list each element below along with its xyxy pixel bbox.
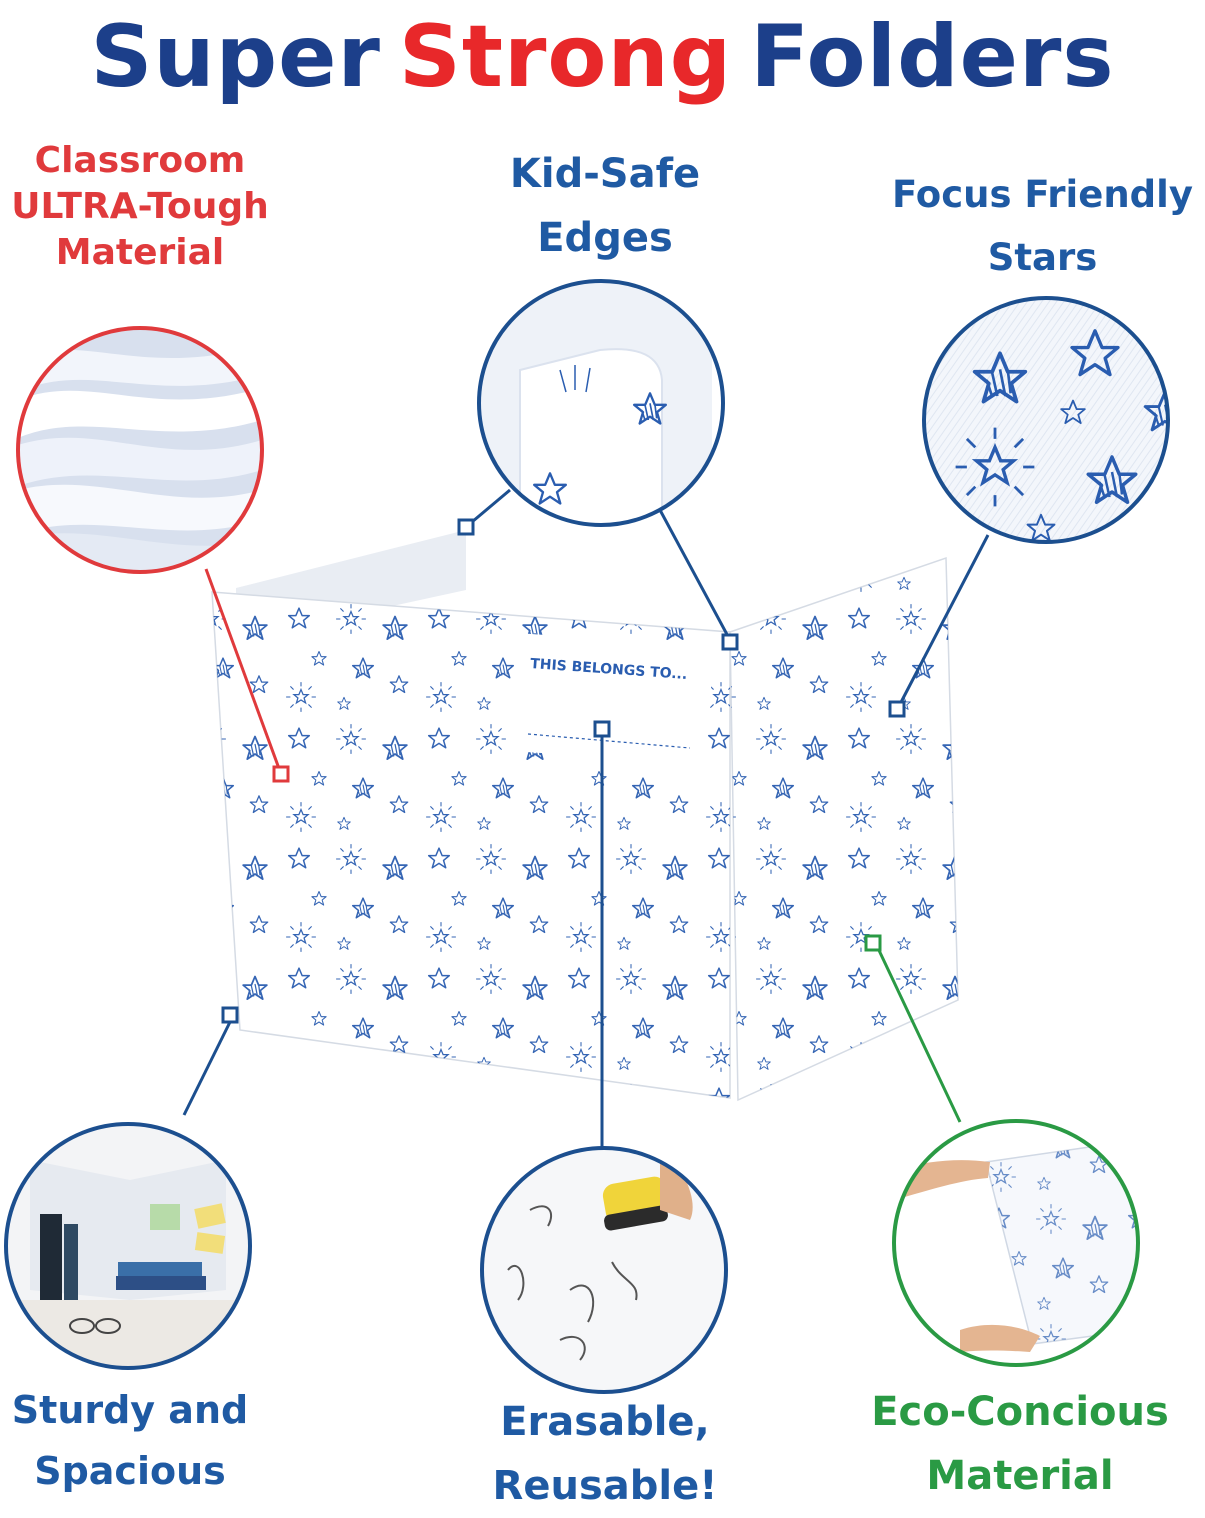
headline-word-strong: Strong: [398, 7, 733, 107]
label-stars-line2: Stars: [987, 235, 1098, 279]
label-edges-line1: Kid-Safe: [509, 151, 701, 197]
label-edges-line2: Edges: [537, 215, 673, 261]
label-sturdy-line1: Sturdy and: [11, 1388, 249, 1432]
marker-eco: [864, 934, 882, 952]
marker-stars: [888, 700, 906, 718]
headline-word-super: Super: [90, 7, 381, 107]
callout-material: [16, 326, 264, 574]
callout-eco: [892, 1119, 1140, 1367]
label-edges: Kid-Safe Edges: [480, 142, 730, 270]
label-eco-line1: Eco-Concious: [871, 1389, 1169, 1435]
callout-edges: [477, 279, 725, 527]
headline-word-folders: Folders: [750, 7, 1115, 107]
label-eco-line2: Material: [926, 1453, 1114, 1499]
callout-stars: [922, 296, 1170, 544]
label-material: Classroom ULTRA-Tough Material: [0, 138, 280, 276]
label-material-line1: Classroom: [34, 140, 246, 181]
label-erasable-line1: Erasable,: [500, 1399, 710, 1445]
marker-center: [593, 720, 611, 738]
marker-material: [272, 765, 290, 783]
label-material-line2: ULTRA-Tough: [11, 186, 269, 228]
folder: THIS BELONGS TO...: [211, 530, 959, 1102]
label-eco: Eco-Concious Material: [855, 1380, 1185, 1508]
marker-edges-left: [457, 518, 475, 536]
label-stars: Focus Friendly Stars: [880, 164, 1205, 290]
label-sturdy: Sturdy and Spacious: [0, 1380, 260, 1502]
marker-edges-right: [721, 633, 739, 651]
label-material-line3: Material: [55, 232, 225, 274]
marker-sturdy: [221, 1006, 239, 1024]
label-sturdy-line2: Spacious: [34, 1448, 226, 1493]
label-stars-line1: Focus Friendly: [892, 173, 1193, 216]
callout-sturdy: [4, 1122, 252, 1370]
callout-erasable: [480, 1146, 728, 1394]
